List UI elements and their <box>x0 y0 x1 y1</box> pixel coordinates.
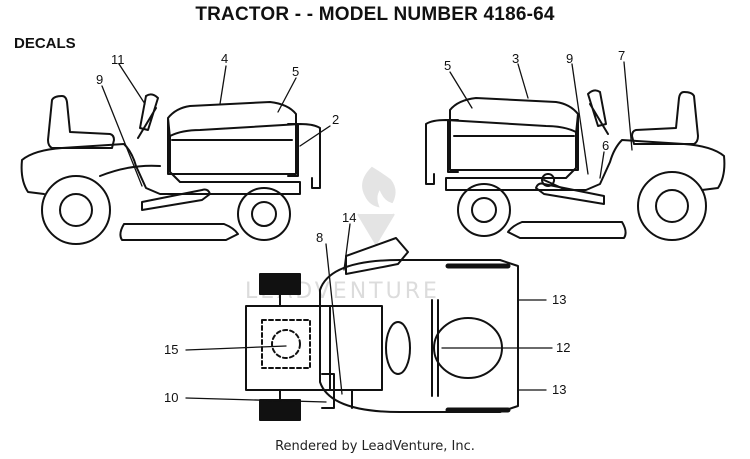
right-side-tractor <box>425 61 726 241</box>
callout-right-6: 6 <box>602 138 609 153</box>
right-pedal <box>535 182 605 205</box>
callout-left-4: 4 <box>221 51 228 66</box>
callout-labels: 11 4 5 9 2 5 3 9 7 6 14 8 15 10 12 13 13 <box>96 48 625 405</box>
page-title: TRACTOR - - MODEL NUMBER 4186-64 <box>195 4 555 25</box>
top-decal-15 <box>261 319 311 369</box>
left-front-wheel-inner <box>251 201 277 227</box>
left-rear-wheel-inner <box>59 193 93 227</box>
top-fender-lines <box>431 299 439 397</box>
callout-right-3: 3 <box>512 51 519 66</box>
section-label: DECALS <box>14 35 76 52</box>
callout-left-11: 11 <box>111 52 125 67</box>
right-deck <box>507 221 627 239</box>
left-fender-front <box>99 164 161 177</box>
right-steering <box>587 89 609 135</box>
left-hood <box>167 101 297 175</box>
callout-left-2: 2 <box>332 112 339 127</box>
callout-right-7: 7 <box>618 48 625 63</box>
top-seat <box>345 237 409 275</box>
top-steering-column <box>385 321 411 375</box>
right-hood <box>449 97 579 171</box>
top-body <box>319 259 519 413</box>
callout-top-15: 15 <box>164 342 178 357</box>
left-seat <box>47 95 115 149</box>
callout-left-9: 9 <box>96 72 103 87</box>
callout-top-12: 12 <box>556 340 570 355</box>
callout-top-10: 10 <box>164 390 178 405</box>
left-leader-lines <box>101 63 331 187</box>
left-grille <box>287 123 299 177</box>
callout-right-5: 5 <box>444 58 451 73</box>
top-footrest <box>321 373 353 409</box>
right-front-wheel-inner <box>471 197 497 223</box>
left-pedal <box>141 188 211 211</box>
footer-credit: Rendered by LeadVenture, Inc. <box>275 439 475 454</box>
top-front-right-tire <box>259 399 301 421</box>
callout-top-14: 14 <box>342 210 356 225</box>
callout-top-13b: 13 <box>552 382 566 397</box>
right-grille <box>447 119 459 173</box>
left-deck <box>119 223 239 241</box>
top-decal-15-circle <box>271 329 301 359</box>
left-steering <box>137 93 159 139</box>
callout-top-8: 8 <box>316 230 323 245</box>
left-front-wheel-outer <box>237 187 291 241</box>
callout-left-5: 5 <box>292 64 299 79</box>
right-leader-lines <box>449 61 633 179</box>
top-front-left-tire <box>259 273 301 295</box>
right-front-wheel-outer <box>457 183 511 237</box>
left-side-tractor <box>20 63 331 245</box>
top-view-tractor <box>185 223 553 421</box>
callout-right-9: 9 <box>566 51 573 66</box>
left-body <box>20 123 321 195</box>
right-rear-wheel-inner <box>655 189 689 223</box>
left-rear-wheel-outer <box>41 175 111 245</box>
top-leader-lines <box>185 223 553 403</box>
top-hood <box>245 305 383 391</box>
watermark-logo-icon <box>357 166 396 246</box>
callout-top-13a: 13 <box>552 292 566 307</box>
right-body <box>425 119 726 191</box>
right-seat <box>631 91 699 145</box>
right-rear-wheel-outer <box>637 171 707 241</box>
